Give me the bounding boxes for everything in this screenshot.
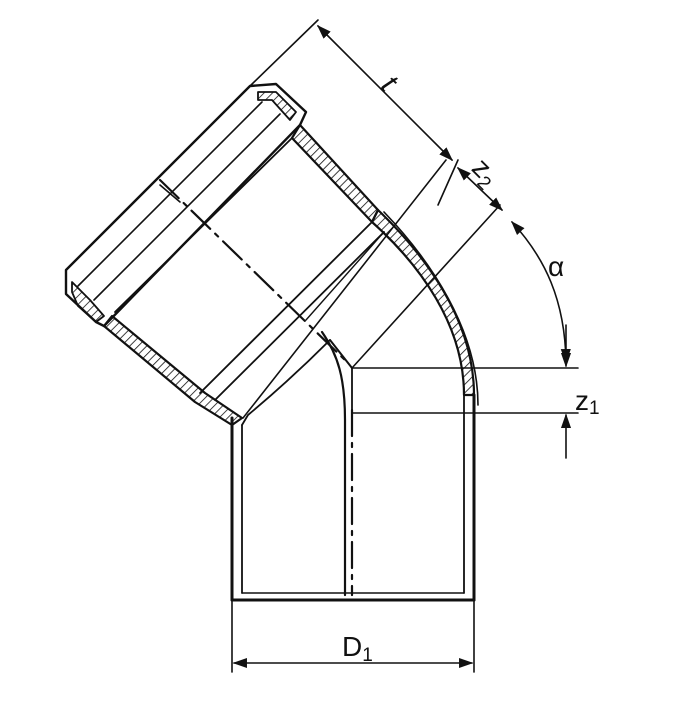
lower-pipe-inner-bend	[241, 339, 331, 426]
upper-pipe-depth-line-b	[351, 204, 501, 369]
dimension-d1	[231, 599, 475, 673]
angled-centerline	[158, 178, 347, 362]
dimension-alpha	[511, 220, 571, 364]
elbow-inner-curve-left	[320, 330, 347, 597]
dimension-z2	[456, 167, 504, 211]
label-z1-sub: 1	[589, 398, 600, 419]
socket-seal-bottom	[71, 281, 105, 323]
t-dimension-line	[316, 24, 454, 162]
upper-pipe-right-wall	[290, 123, 380, 224]
dimension-z1	[351, 324, 579, 459]
socket-inner-line-c	[93, 113, 281, 301]
label-t: t	[374, 69, 404, 99]
label-d1-sub: 1	[362, 645, 373, 666]
elbow-outer-contour	[383, 211, 479, 406]
label-d1-main: D	[342, 631, 362, 662]
socket-step	[159, 184, 181, 203]
z2-dimension-line	[456, 167, 504, 211]
elbow-inner-curves	[320, 330, 353, 597]
elbow-inner-edge	[329, 339, 353, 369]
socket-outer	[64, 82, 308, 328]
socket	[64, 82, 308, 328]
upper-pipe-left-wall	[102, 314, 244, 427]
upper-pipe-bore-bottom	[199, 221, 373, 394]
elbow-outer-bend	[370, 208, 479, 406]
t-extension-top	[249, 19, 319, 87]
alpha-arc	[511, 220, 571, 364]
label-d1: D1	[342, 631, 373, 666]
t-extension-bottom	[437, 159, 459, 206]
dimension-t	[249, 19, 459, 206]
centerlines	[158, 178, 354, 597]
upper-pipe	[102, 123, 501, 427]
socket-seal-top	[257, 91, 297, 121]
label-z1-main: z	[575, 385, 589, 416]
socket-inner-line-a	[65, 85, 251, 271]
elbow-outer-wall	[370, 208, 476, 397]
label-z1: z1	[575, 385, 600, 419]
label-alpha: α	[548, 251, 564, 282]
upper-pipe-depth-line-a	[242, 159, 447, 419]
label-z2: z2	[463, 152, 506, 195]
upper-pipe-depth-line-c	[305, 231, 385, 321]
